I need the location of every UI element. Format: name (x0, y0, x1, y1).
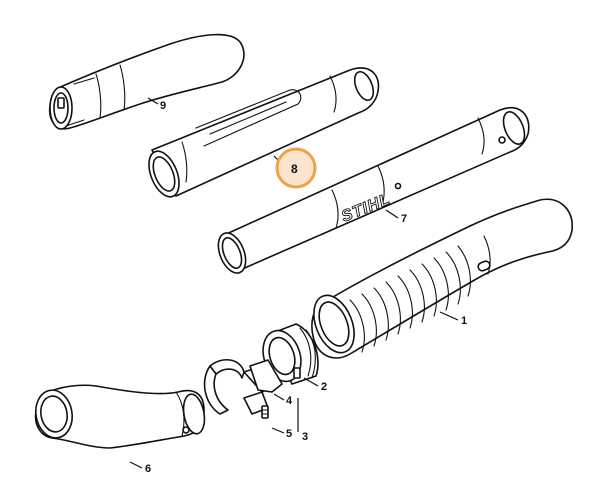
nozzle-part-9[interactable] (48, 33, 245, 130)
label-part-3: 3 (302, 431, 308, 443)
label-part-8: 8 (291, 162, 298, 176)
highlight-ring (275, 147, 317, 189)
corrugated-hose-part-1[interactable] (306, 198, 573, 359)
label-part-4: 4 (286, 395, 293, 407)
label-part-7: 7 (401, 213, 407, 225)
bracket-part-3[interactable] (243, 359, 283, 419)
label-part-5: 5 (286, 428, 292, 440)
screw-part-5[interactable] (261, 405, 269, 419)
tube-section-part-8[interactable] (143, 67, 380, 201)
label-part-6: 6 (145, 463, 151, 475)
label-part-9: 9 (160, 100, 166, 112)
label-part-1: 1 (461, 315, 467, 327)
label-part-2: 2 (321, 381, 327, 393)
elbow-part-6[interactable] (32, 384, 207, 449)
highlight-callout-part-8[interactable]: 8 (275, 147, 317, 189)
